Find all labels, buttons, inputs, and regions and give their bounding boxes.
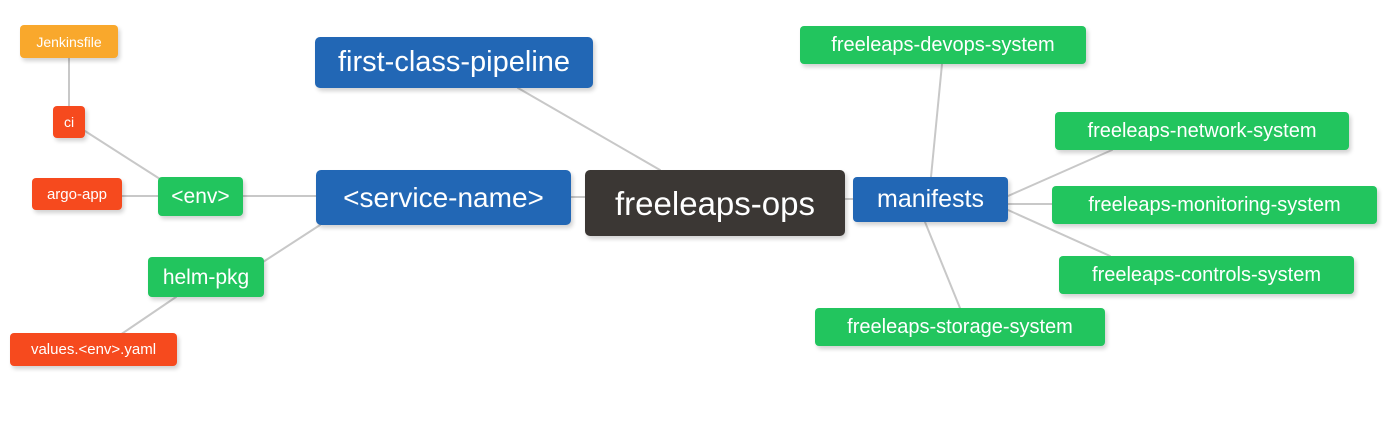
edge-first-class-pipeline-to-freeleaps-ops [517, 87, 661, 171]
mindmap-node-helm-pkg[interactable]: helm-pkg [148, 257, 264, 297]
mindmap-node-ci[interactable]: ci [53, 106, 85, 138]
node-label-service-name: <service-name> [343, 181, 544, 213]
mindmap-node-env[interactable]: <env> [158, 177, 243, 216]
mindmap-node-service-name[interactable]: <service-name> [316, 170, 571, 225]
edge-ci-to-env [84, 130, 161, 180]
node-label-freeleaps-network-system: freeleaps-network-system [1087, 120, 1317, 142]
node-label-helm-pkg: helm-pkg [162, 265, 250, 289]
mindmap-node-freeleaps-ops[interactable]: freeleaps-ops [585, 170, 845, 236]
node-label-first-class-pipeline: first-class-pipeline [337, 46, 571, 78]
node-label-argo-app: argo-app [46, 185, 108, 203]
edge-helm-pkg-to-values-env-yaml [119, 296, 177, 336]
mindmap-node-freeleaps-network-system[interactable]: freeleaps-network-system [1055, 112, 1349, 150]
node-label-manifests: manifests [877, 185, 984, 213]
node-label-freeleaps-devops-system: freeleaps-devops-system [831, 34, 1055, 56]
mindmap-node-freeleaps-devops-system[interactable]: freeleaps-devops-system [800, 26, 1086, 64]
mindmap-node-first-class-pipeline[interactable]: first-class-pipeline [315, 37, 593, 88]
mindmap-node-freeleaps-monitoring-system[interactable]: freeleaps-monitoring-system [1052, 186, 1377, 224]
edge-manifests-to-freeleaps-storage-system [924, 221, 961, 309]
mindmap-node-values-env-yaml[interactable]: values.<env>.yaml [10, 333, 177, 366]
node-label-ci: ci [63, 114, 75, 130]
node-label-jenkinsfile: Jenkinsfile [36, 33, 102, 50]
mindmap-node-argo-app[interactable]: argo-app [32, 178, 122, 210]
edge-manifests-to-freeleaps-devops-system [930, 63, 943, 178]
mindmap-node-jenkinsfile[interactable]: Jenkinsfile [20, 25, 118, 58]
mindmap-node-manifests[interactable]: manifests [853, 177, 1008, 222]
node-label-values-env-yaml: values.<env>.yaml [30, 341, 157, 358]
node-label-env: <env> [171, 185, 230, 208]
node-label-freeleaps-controls-system: freeleaps-controls-system [1092, 264, 1321, 286]
mindmap-node-freeleaps-storage-system[interactable]: freeleaps-storage-system [815, 308, 1105, 346]
mindmap-node-freeleaps-controls-system[interactable]: freeleaps-controls-system [1059, 256, 1354, 294]
node-label-freeleaps-ops: freeleaps-ops [615, 184, 815, 222]
node-label-freeleaps-monitoring-system: freeleaps-monitoring-system [1088, 194, 1341, 216]
edge-service-name-to-helm-pkg [262, 224, 321, 263]
node-label-freeleaps-storage-system: freeleaps-storage-system [847, 316, 1073, 338]
